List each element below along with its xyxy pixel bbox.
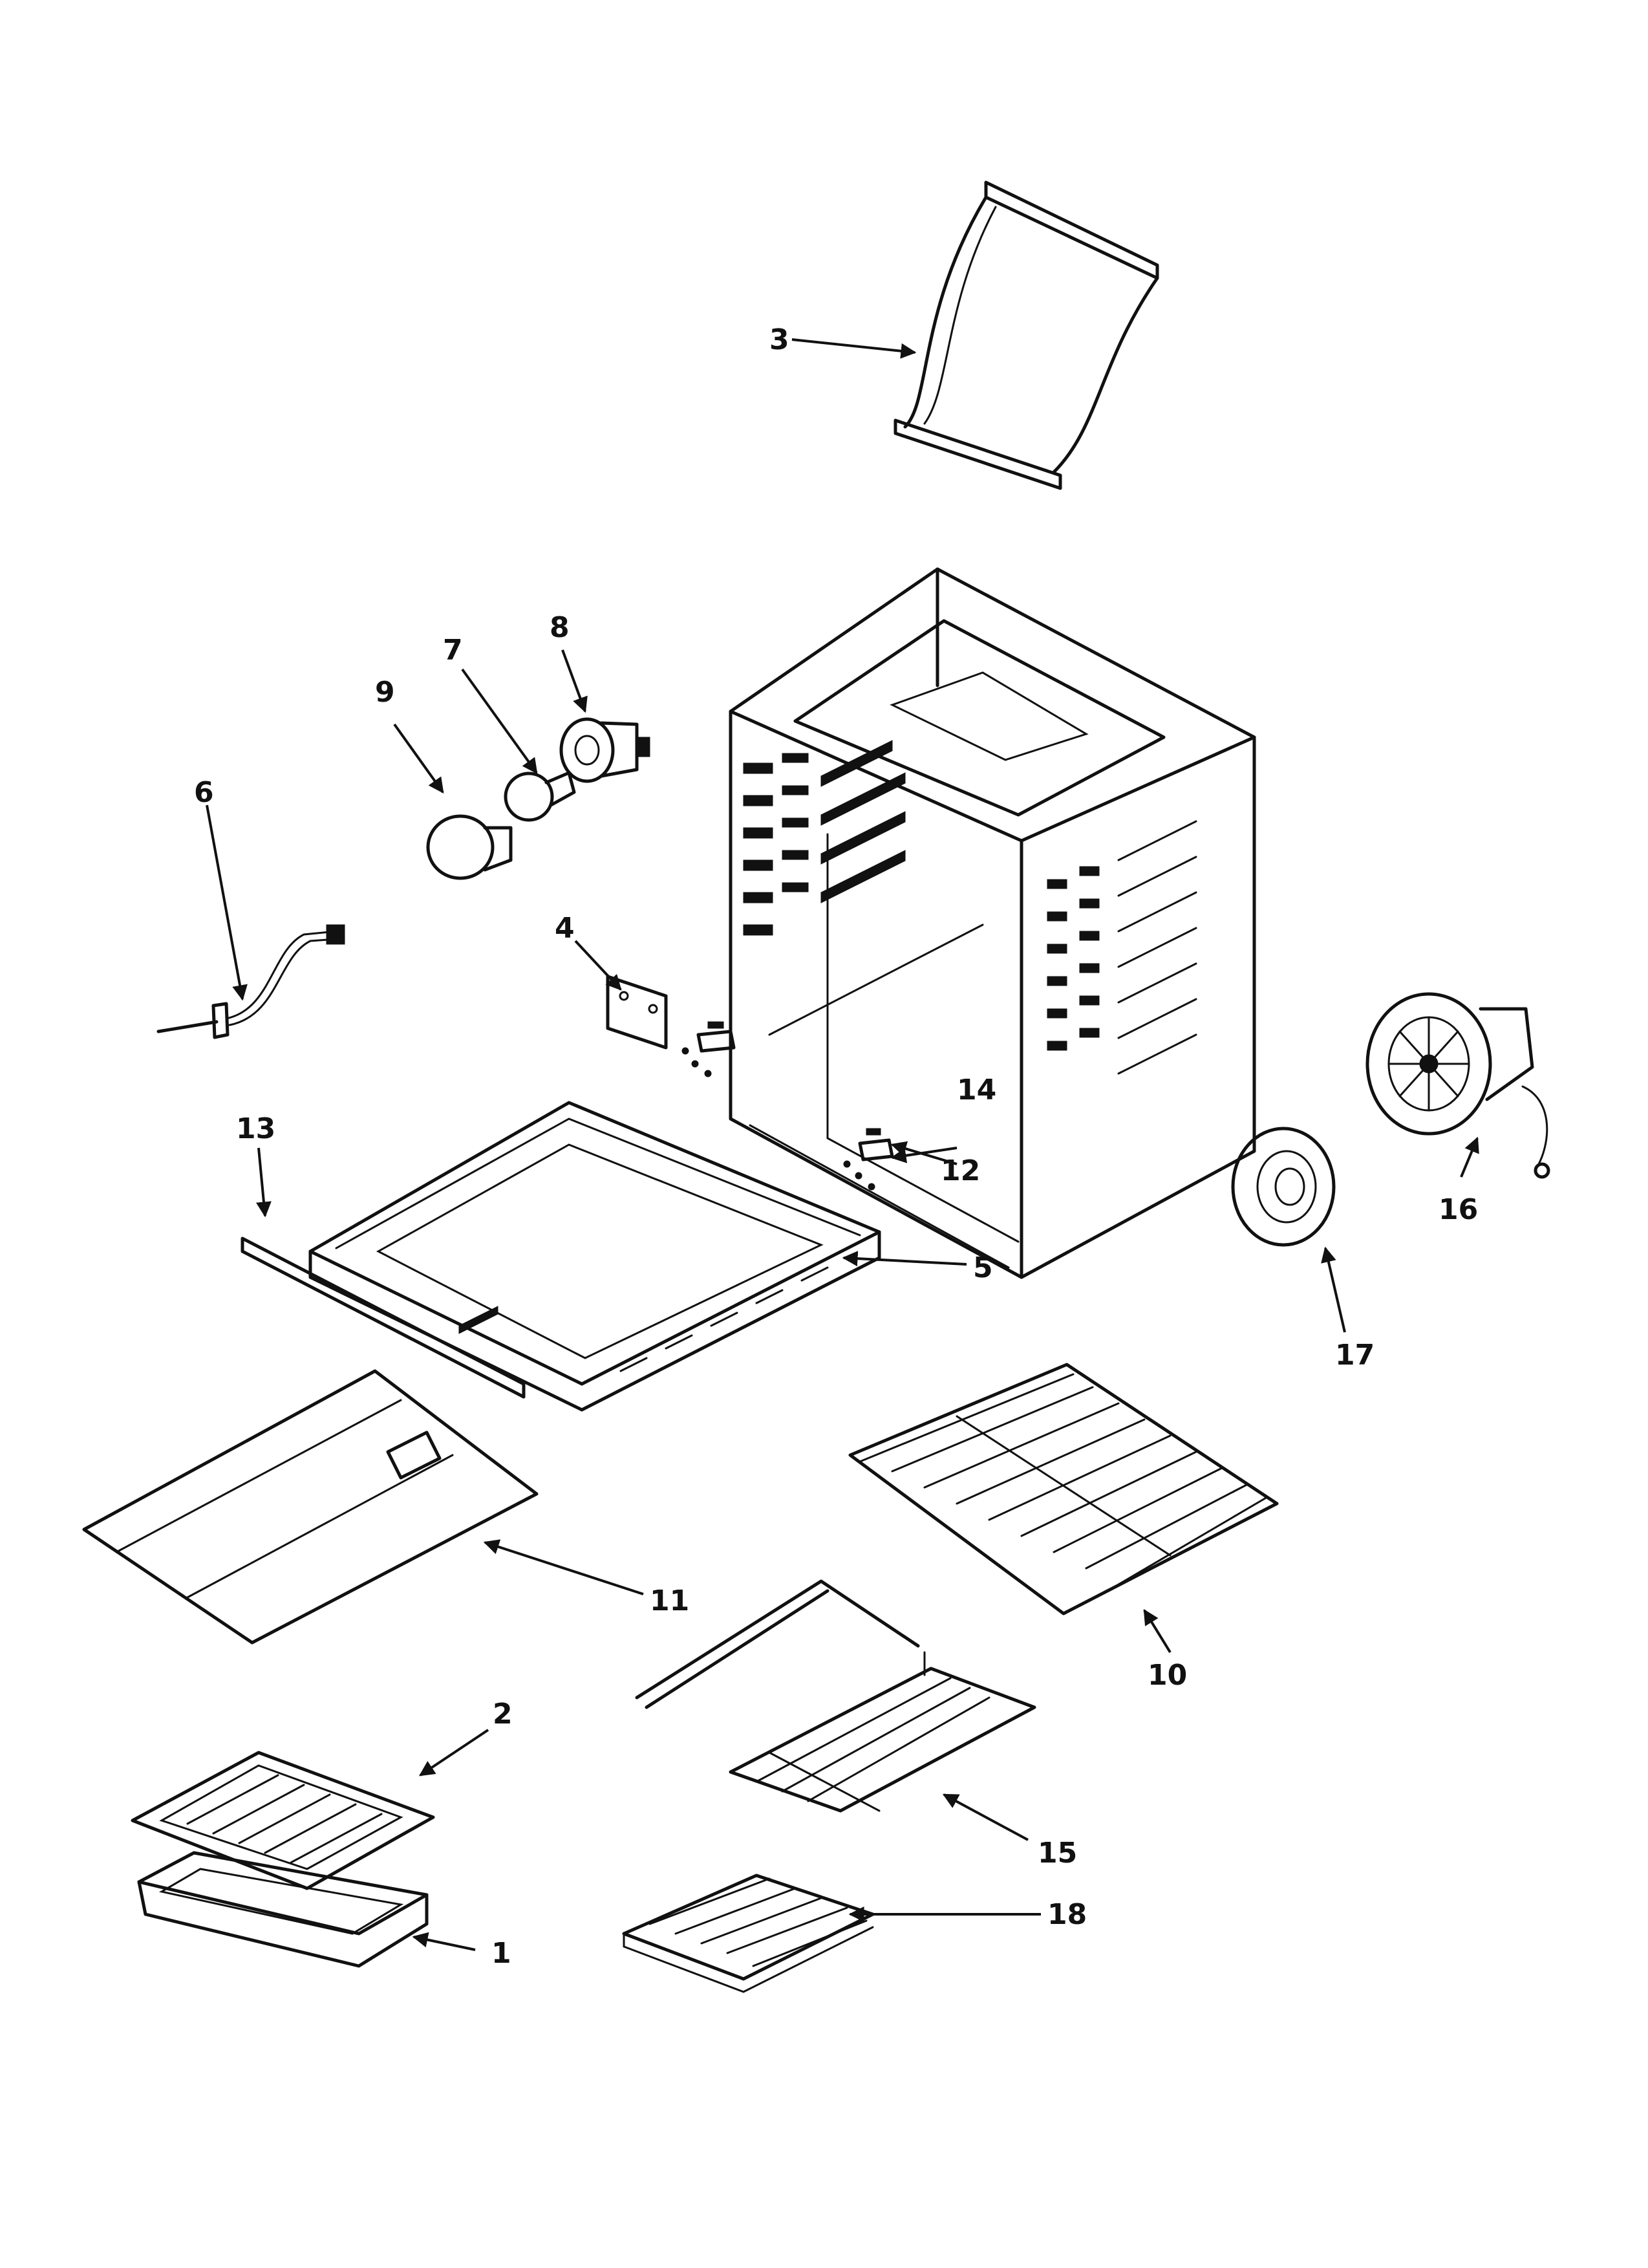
callout-6: 6 [194,776,214,809]
callout-10: 10 [1148,1659,1187,1692]
hardware-screws-clips [681,1021,894,1191]
callout-1: 1 [491,1937,511,1970]
callout-14: 14 [957,1074,996,1107]
callout-5: 5 [973,1251,993,1284]
bottom-front-slots [619,1266,829,1372]
part-5-oven-bottom [308,1101,881,1412]
callout-17: 17 [1335,1339,1375,1372]
cavity-left-vents [743,740,906,936]
callout-labels: 1 2 3 4 5 6 7 8 9 10 11 12 13 14 15 16 1… [194,323,1478,1970]
part-15-rack [635,1579,1036,1813]
callout-9: 9 [375,676,395,709]
callout-8: 8 [550,611,570,644]
part-13-strip [241,1237,526,1399]
part-11-bottom-panel [82,1369,539,1645]
callout-13: 13 [236,1112,275,1145]
part-3-vent-duct [894,180,1159,490]
part-1-broiler-pan [137,1851,429,1968]
part-10-oven-rack [848,1363,1279,1615]
callout-11: 11 [650,1584,689,1617]
part-4-bracket [606,975,668,1050]
part-8-lamp-socket [559,717,650,783]
callout-7: 7 [443,634,463,667]
oven-cavity [729,567,1256,1279]
callout-2: 2 [493,1698,513,1731]
callout-12: 12 [941,1154,980,1187]
leader-lines [206,338,1479,1951]
callout-16: 16 [1439,1193,1478,1226]
part-17-fan-baffle [1231,1127,1336,1247]
part-16-fan-motor [1365,992,1550,1179]
part-6-sensor [156,924,345,1039]
callout-15: 15 [1038,1837,1077,1870]
callout-18: 18 [1047,1898,1087,1931]
cavity-right-vents [1047,820,1197,1075]
part-9-lens-cover [426,814,513,880]
part-7-bulb [504,771,576,822]
part-2-broiler-grid [131,1751,435,1890]
callout-3: 3 [769,323,789,356]
part-18-small-rack [622,1874,875,1993]
callout-4: 4 [555,912,575,945]
